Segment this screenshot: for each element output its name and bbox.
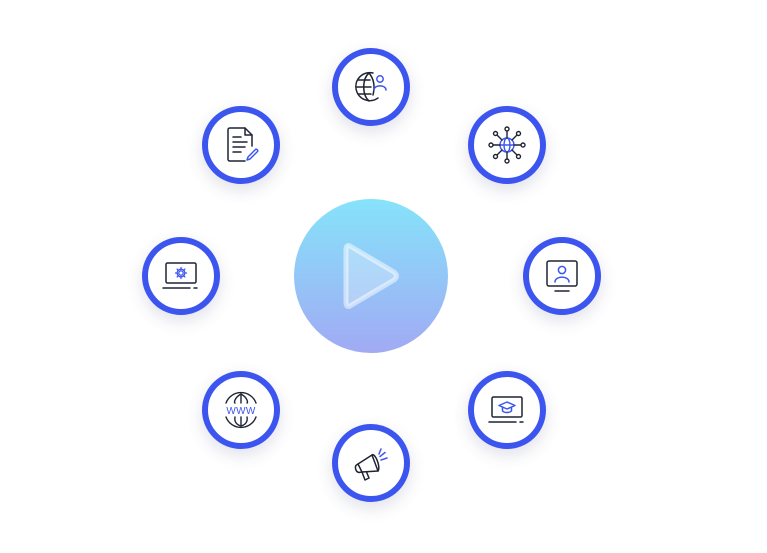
monitor-user-icon <box>546 260 578 292</box>
www-globe-node[interactable]: WWW <box>202 371 280 449</box>
globe-user-node[interactable] <box>332 48 410 126</box>
document-edit-icon <box>227 127 259 162</box>
laptop-graduation-cap-icon <box>488 396 524 423</box>
globe-user-icon <box>355 71 387 102</box>
www-globe-icon: WWW <box>225 391 257 429</box>
megaphone-icon <box>354 448 388 481</box>
laptop-graduation-node[interactable] <box>468 371 546 449</box>
megaphone-node[interactable] <box>332 424 410 502</box>
play-icon <box>343 243 399 309</box>
www-label: WWW <box>226 406 255 417</box>
network-globe-node[interactable] <box>468 106 546 184</box>
laptop-settings-icon <box>162 262 198 289</box>
play-button[interactable] <box>294 199 448 353</box>
network-globe-icon <box>488 126 526 164</box>
document-edit-node[interactable] <box>202 106 280 184</box>
monitor-user-node[interactable] <box>523 237 601 315</box>
laptop-settings-node[interactable] <box>142 237 220 315</box>
